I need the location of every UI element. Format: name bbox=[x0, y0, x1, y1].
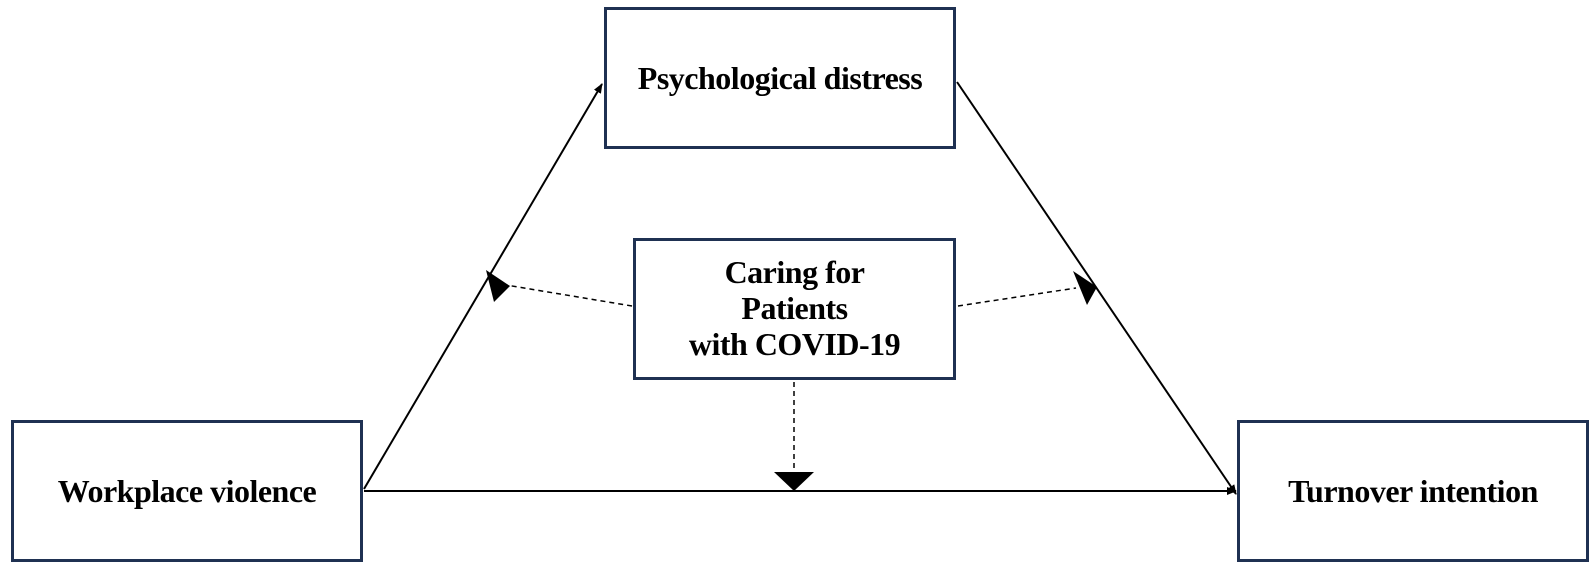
node-caring-for-covid-patients: Caring for Patients with COVID-19 bbox=[633, 238, 956, 380]
edge-distress-to-turnover bbox=[956, 81, 1237, 495]
node-label-line: Caring for bbox=[724, 254, 865, 291]
moderator-arrowhead-bottom bbox=[774, 472, 814, 491]
moderator-arrowhead-right bbox=[1073, 271, 1097, 305]
node-label-line: Patients bbox=[741, 290, 848, 327]
node-workplace-violence: Workplace violence bbox=[11, 420, 363, 562]
moderator-edge-right bbox=[957, 287, 1077, 307]
moderator-edge-left bbox=[499, 283, 633, 307]
node-label-line: with COVID-19 bbox=[688, 325, 901, 362]
moderator-arrowhead-left bbox=[486, 270, 510, 302]
edge-violence-to-distress bbox=[363, 83, 603, 490]
node-psychological-distress: Psychological distress bbox=[604, 7, 956, 149]
node-label: Psychological distress bbox=[637, 59, 923, 96]
node-turnover-intention: Turnover intention bbox=[1237, 420, 1589, 562]
node-label: Workplace violence bbox=[57, 472, 317, 509]
node-label: Turnover intention bbox=[1288, 472, 1538, 509]
node-label-group: Caring for Patients with COVID-19 bbox=[688, 254, 901, 362]
